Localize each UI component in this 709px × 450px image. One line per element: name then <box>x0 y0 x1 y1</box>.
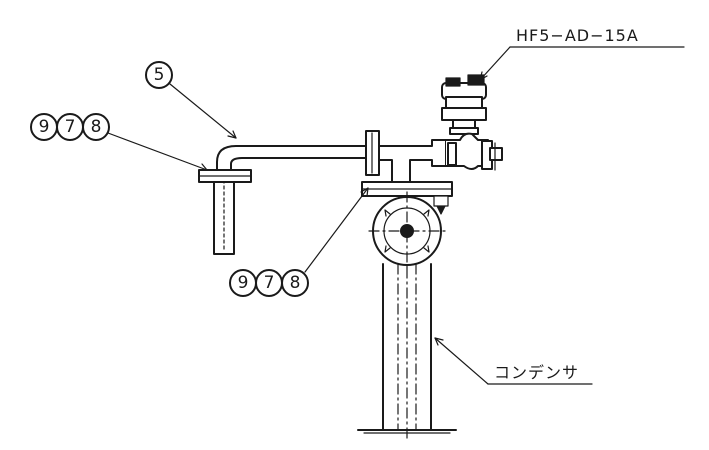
balloon-bottom-9: 9 <box>238 273 249 293</box>
horizontal-pipe <box>216 145 367 171</box>
balloon-group-bottom: 9 7 8 <box>229 187 369 297</box>
tee-fitting <box>378 139 447 184</box>
balloon-top-7: 7 <box>65 117 76 137</box>
drain-flange <box>198 169 252 183</box>
balloon-bottom-7: 7 <box>264 273 275 293</box>
support-column <box>357 263 457 439</box>
drain-pipe <box>213 175 235 255</box>
condensate-label: コンデンサ <box>434 337 593 385</box>
balloon-5: 5 <box>145 61 237 139</box>
balloon-top-9: 9 <box>39 117 50 137</box>
balloon-top-8: 8 <box>91 117 102 137</box>
valve-model-text: HF5−AD−15A <box>516 26 639 45</box>
mounting-flange <box>361 181 453 215</box>
balloon-bottom-8: 8 <box>290 273 301 293</box>
junction-flange <box>365 130 380 176</box>
valve-assembly <box>441 74 503 171</box>
balloon-group-top: 9 7 8 <box>30 113 208 171</box>
balloon-5-number: 5 <box>154 65 165 85</box>
round-flange <box>368 191 447 269</box>
valve-label: HF5−AD−15A <box>479 26 685 81</box>
condensate-text: コンデンサ <box>494 363 579 382</box>
